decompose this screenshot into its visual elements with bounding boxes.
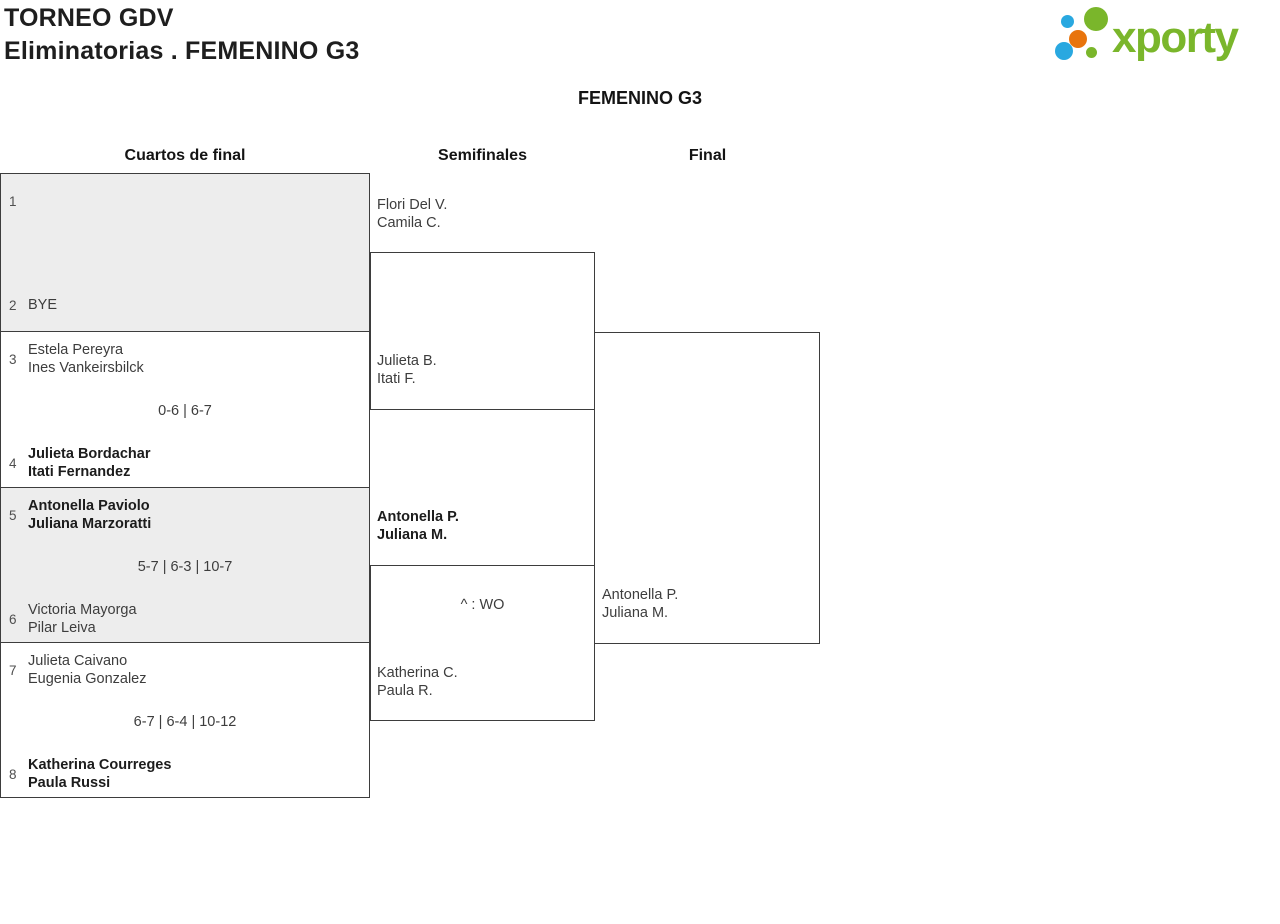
player-name-line: Juliana M. — [602, 605, 669, 621]
player-name-line: Katherina C. — [377, 665, 458, 681]
match-team-top: 3 Estela Pereyra Ines Vankeirsbilck — [9, 341, 361, 377]
tournament-name: TORNEO GDV — [4, 4, 174, 32]
semifinal-2-team-bottom: Katherina C. Paula R. — [377, 664, 458, 700]
semifinal-1-team-top: Flori Del V. Camila C. — [377, 196, 447, 232]
round-header-quarterfinals: Cuartos de final — [124, 147, 246, 164]
xporty-logo: xporty — [1050, 4, 1276, 76]
group-title: FEMENINO G3 — [577, 88, 702, 108]
logo-dot-green-large-icon — [1084, 7, 1108, 31]
player-name-line: BYE — [28, 297, 58, 313]
quarterfinal-match-2[interactable]: 3 Estela Pereyra Ines Vankeirsbilck 0-6 … — [0, 331, 370, 488]
quarterfinal-match-1[interactable]: 1 2 BYE — [0, 173, 370, 332]
seed-number: 2 — [9, 297, 17, 313]
walkover-note: ^ : WO — [460, 597, 505, 613]
match-team-bottom: 6 Victoria Mayorga Pilar Leiva — [9, 601, 361, 637]
player-name-line: Eugenia Gonzalez — [28, 671, 147, 687]
player-name-line: Julieta Bordachar — [28, 446, 151, 462]
seed-number: 6 — [9, 611, 17, 627]
player-name-line: Antonella Paviolo — [28, 498, 150, 514]
match-team-top: 5 Antonella Paviolo Juliana Marzoratti — [9, 497, 361, 533]
player-name-line: Flori Del V. — [377, 197, 448, 213]
tournament-stage: Eliminatorias . FEMENINO G3 — [4, 37, 360, 65]
match-team-bottom: 8 Katherina Courreges Paula Russi — [9, 756, 361, 792]
seed-number: 3 — [9, 351, 17, 367]
team-names-winner: Julieta Bordachar Itati Fernandez — [28, 445, 151, 481]
team-names: Victoria Mayorga Pilar Leiva — [28, 601, 137, 637]
match-team-top: 7 Julieta Caivano Eugenia Gonzalez — [9, 652, 361, 688]
player-name-line: Julieta Caivano — [28, 653, 128, 669]
match-team-top: 1 — [9, 183, 361, 219]
logo-dot-orange-icon — [1069, 30, 1087, 48]
seed-number: 4 — [9, 455, 17, 471]
team-names-winner: Antonella Paviolo Juliana Marzoratti — [28, 497, 151, 533]
tournament-title: TORNEO GDV Eliminatorias . FEMENINO G3 — [4, 2, 359, 68]
match-team-bottom: 4 Julieta Bordachar Itati Fernandez — [9, 445, 361, 481]
team-names-winner: Katherina Courreges Paula Russi — [28, 756, 171, 792]
xporty-wordmark: xporty — [1112, 13, 1239, 62]
semifinal-match-1[interactable] — [370, 252, 595, 410]
player-name-line: Juliana M. — [377, 527, 448, 543]
player-name-line: Itati F. — [377, 371, 416, 387]
logo-dot-blue-small-icon — [1061, 15, 1074, 28]
match-score: 5-7 | 6-3 | 10-7 — [137, 559, 233, 575]
seed-number: 8 — [9, 766, 17, 782]
seed-number: 7 — [9, 662, 17, 678]
seed-number: 5 — [9, 507, 17, 523]
semifinal-2-team-top-winner: Antonella P. Juliana M. — [377, 508, 459, 544]
quarterfinal-match-3[interactable]: 5 Antonella Paviolo Juliana Marzoratti 5… — [0, 487, 370, 643]
match-team-bottom: 2 BYE — [9, 287, 361, 323]
quarterfinal-match-4[interactable]: 7 Julieta Caivano Eugenia Gonzalez 6-7 |… — [0, 642, 370, 798]
player-name-line: Ines Vankeirsbilck — [28, 360, 144, 376]
player-name-line: Estela Pereyra — [28, 342, 124, 358]
player-name-line: Paula Russi — [28, 775, 111, 791]
player-name-line: Julieta B. — [377, 353, 437, 369]
match-score — [1, 244, 369, 262]
round-header-semifinals: Semifinales — [438, 147, 527, 164]
player-name-line: Paula R. — [377, 683, 433, 699]
team-names: Estela Pereyra Ines Vankeirsbilck — [28, 341, 144, 377]
player-name-line: Juliana Marzoratti — [28, 516, 152, 532]
final-match[interactable] — [594, 332, 820, 644]
logo-dot-blue-medium-icon — [1055, 42, 1073, 60]
team-names: Julieta Caivano Eugenia Gonzalez — [28, 652, 147, 688]
player-name-line: Camila C. — [377, 215, 441, 231]
player-name-line: Antonella P. — [377, 509, 459, 525]
match-score: 0-6 | 6-7 — [158, 403, 212, 419]
final-winner-team: Antonella P. Juliana M. — [602, 586, 678, 622]
logo-dot-green-small-icon — [1086, 47, 1097, 58]
team-names: BYE — [28, 296, 57, 314]
seed-number: 1 — [9, 193, 17, 209]
semifinal-1-team-bottom: Julieta B. Itati F. — [377, 352, 437, 388]
player-name-line: Victoria Mayorga — [28, 602, 137, 618]
player-name-line: Itati Fernandez — [28, 464, 131, 480]
player-name-line: Katherina Courreges — [28, 757, 172, 773]
match-score: 6-7 | 6-4 | 10-12 — [133, 714, 237, 730]
player-name-line: Pilar Leiva — [28, 620, 96, 636]
round-header-final: Final — [688, 147, 727, 164]
player-name-line: Antonella P. — [602, 587, 679, 603]
